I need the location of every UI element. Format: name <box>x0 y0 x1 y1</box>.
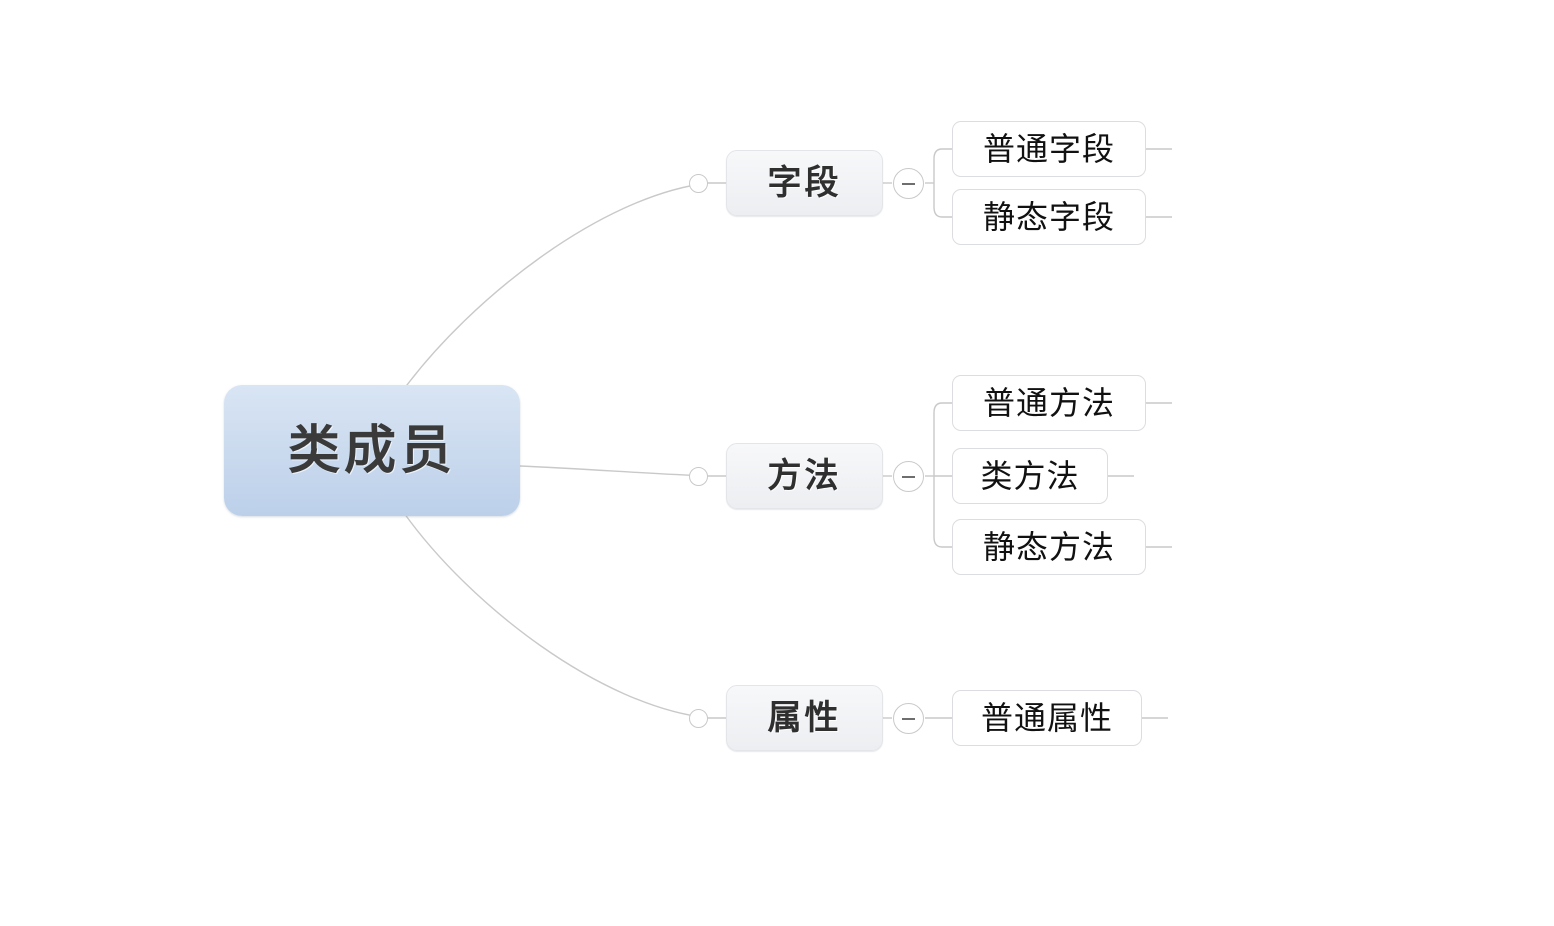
leaf-node-field-normal-label: 普通字段 <box>982 130 1115 168</box>
collapse-toggle-property[interactable] <box>893 703 924 734</box>
edge-root-to-property <box>403 512 709 719</box>
branch-node-property-label: 属性 <box>767 698 842 738</box>
leaf-node-method-class[interactable]: 类方法 <box>952 448 1108 504</box>
branch-node-method-label: 方法 <box>767 456 842 496</box>
leaf-node-method-static-label: 静态方法 <box>982 528 1115 566</box>
edge-root-to-method <box>519 465 709 477</box>
minus-icon <box>902 182 915 185</box>
bracket-method <box>933 402 952 548</box>
leaf-node-method-normal-label: 普通方法 <box>982 384 1115 422</box>
leaf-node-method-static[interactable]: 静态方法 <box>952 519 1146 575</box>
leaf-node-method-normal[interactable]: 普通方法 <box>952 375 1146 431</box>
leaf-node-method-class-label: 类方法 <box>980 457 1080 495</box>
branch-node-field[interactable]: 字段 <box>726 150 883 216</box>
root-node[interactable]: 类成员 <box>224 385 520 516</box>
bracket-field <box>933 148 952 218</box>
branch-node-field-label: 字段 <box>767 163 842 203</box>
edge-root-to-field <box>403 182 709 390</box>
collapse-toggle-field[interactable] <box>893 168 924 199</box>
branch-connector-dot-field[interactable] <box>689 174 708 193</box>
minus-icon <box>902 717 915 720</box>
leaf-node-field-static[interactable]: 静态字段 <box>952 189 1146 245</box>
branch-connector-dot-property[interactable] <box>689 709 708 728</box>
collapse-toggle-method[interactable] <box>893 461 924 492</box>
root-node-label: 类成员 <box>287 420 456 481</box>
branch-node-property[interactable]: 属性 <box>726 685 883 751</box>
leaf-node-field-static-label: 静态字段 <box>982 198 1115 236</box>
branch-connector-dot-method[interactable] <box>689 467 708 486</box>
branch-node-method[interactable]: 方法 <box>726 443 883 509</box>
leaf-node-field-normal[interactable]: 普通字段 <box>952 121 1146 177</box>
leaf-node-property-normal-label: 普通属性 <box>980 699 1113 737</box>
leaf-node-property-normal[interactable]: 普通属性 <box>952 690 1142 746</box>
minus-icon <box>902 475 915 478</box>
